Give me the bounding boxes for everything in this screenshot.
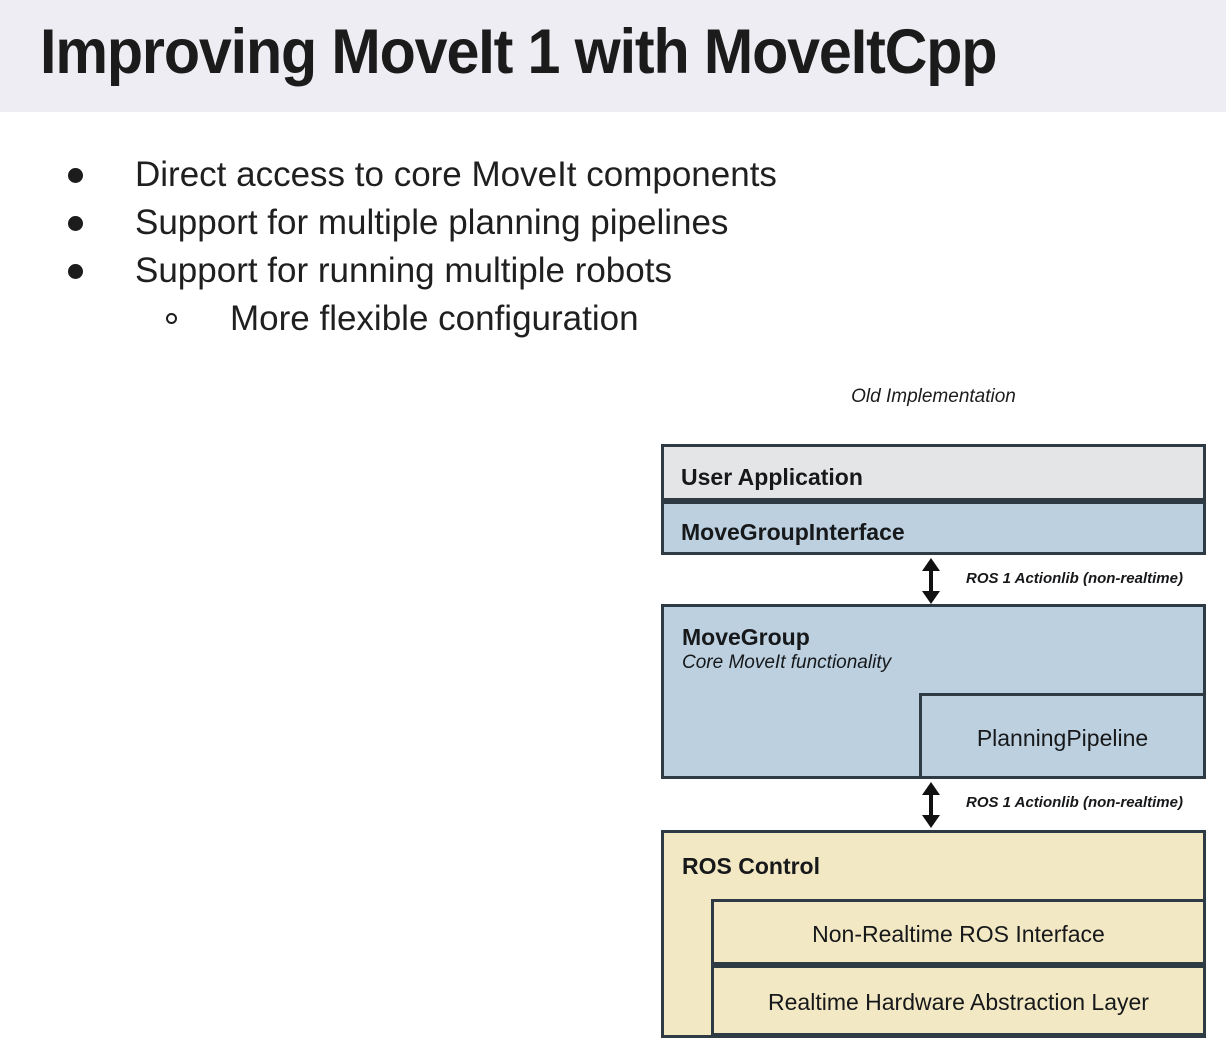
- diagram-block-non-realtime-ros-interface: Non-Realtime ROS Interface: [711, 899, 1206, 965]
- connector-label-2: ROS 1 Actionlib (non-realtime): [966, 794, 1183, 811]
- diagram-block-label: MoveGroupInterface: [681, 519, 905, 545]
- bullet-disc-icon: [68, 168, 83, 183]
- diagram-block-planningpipeline: PlanningPipeline: [919, 693, 1206, 779]
- diagram-block-label: Non-Realtime ROS Interface: [812, 921, 1105, 947]
- bullet-circle-icon: [166, 313, 177, 324]
- diagram-block-subtitle: Core MoveIt functionality: [682, 652, 892, 673]
- arrow-stem: [929, 567, 933, 595]
- diagram-block-movegroupinterface: MoveGroupInterface: [661, 501, 1206, 555]
- list-item: Support for multiple planning pipelines: [0, 200, 960, 248]
- slide-header-band: Improving MoveIt 1 with MoveItCpp: [0, 0, 1226, 112]
- arrow-head-down-icon: [922, 591, 940, 604]
- arrow-stem: [929, 791, 933, 819]
- list-item: Support for running multiple robots: [0, 248, 960, 296]
- list-item-sub: More flexible configuration: [0, 296, 960, 344]
- list-item-label: Support for multiple planning pipelines: [135, 203, 729, 242]
- list-item-label: Support for running multiple robots: [135, 251, 672, 290]
- diagram-block-realtime-hardware-abstraction-layer: Realtime Hardware Abstraction Layer: [711, 965, 1206, 1036]
- diagram-caption: Old Implementation: [851, 386, 1016, 407]
- arrow-head-up-icon: [922, 558, 940, 571]
- page-title: Improving MoveIt 1 with MoveItCpp: [40, 17, 998, 87]
- list-item: Direct access to core MoveIt components: [0, 152, 960, 200]
- connector-label-1: ROS 1 Actionlib (non-realtime): [966, 570, 1183, 587]
- bullet-disc-icon: [68, 216, 83, 231]
- diagram-block-user-application: User Application: [661, 444, 1206, 501]
- arrow-head-up-icon: [922, 782, 940, 795]
- diagram-block-label: Realtime Hardware Abstraction Layer: [768, 989, 1149, 1015]
- bullet-disc-icon: [68, 264, 83, 279]
- bullet-list: Direct access to core MoveIt components …: [0, 152, 960, 344]
- diagram-block-label: MoveGroup: [682, 624, 810, 650]
- arrow-head-down-icon: [922, 815, 940, 828]
- diagram-block-label: PlanningPipeline: [976, 725, 1149, 751]
- diagram-block-label: ROS Control: [682, 853, 820, 879]
- list-item-label: Direct access to core MoveIt components: [135, 155, 777, 194]
- list-item-label: More flexible configuration: [230, 299, 639, 338]
- diagram-block-label: User Application: [681, 464, 863, 490]
- connector-arrow-1: [921, 558, 941, 604]
- connector-arrow-2: [921, 782, 941, 828]
- architecture-diagram: Old Implementation User Application Move…: [661, 386, 1206, 1038]
